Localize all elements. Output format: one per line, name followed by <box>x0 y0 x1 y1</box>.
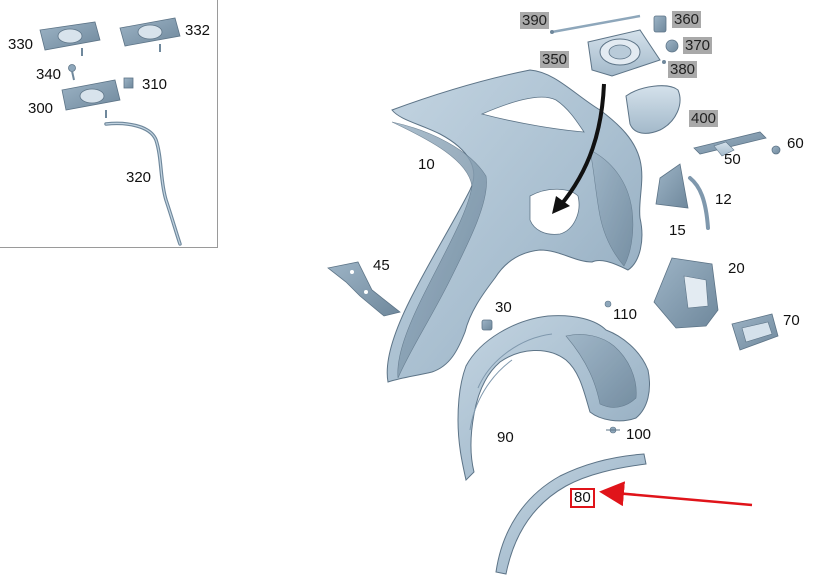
label-340: 340 <box>36 66 62 83</box>
part-390-cable <box>550 14 641 34</box>
highlight-arrow <box>599 481 753 507</box>
part-332-housing <box>119 17 181 52</box>
part-45-bracket <box>327 261 401 317</box>
part-310-clip <box>123 77 134 89</box>
label-100: 100 <box>626 426 652 443</box>
part-90-wheel-arch-liner <box>457 315 650 481</box>
label-320: 320 <box>126 169 152 186</box>
part-340-screw <box>68 64 76 81</box>
part-360-actuator <box>653 15 667 33</box>
part-400-fuel-door <box>625 85 681 134</box>
label-332: 332 <box>185 22 211 39</box>
label-110: 110 <box>613 306 637 323</box>
part-70-cover <box>731 313 779 351</box>
part-110-clip <box>604 300 612 308</box>
part-330-housing <box>39 21 101 56</box>
part-300-housing <box>61 79 121 118</box>
label-60: 60 <box>787 135 804 152</box>
label-70: 70 <box>783 312 800 329</box>
part-370-grommet <box>665 39 679 53</box>
label-80-highlighted: 80 <box>570 488 595 508</box>
part-20-inner-panel <box>653 257 719 329</box>
part-80-wheel-arch-flare <box>495 453 647 575</box>
label-330: 330 <box>8 36 34 53</box>
label-20: 20 <box>728 260 745 277</box>
label-90: 90 <box>497 429 514 446</box>
label-350: 350 <box>540 51 570 68</box>
label-370: 370 <box>683 37 713 54</box>
label-310: 310 <box>142 76 168 93</box>
part-30-clip <box>481 319 493 331</box>
part-350-filler-housing <box>587 29 661 77</box>
part-60-clip <box>771 145 781 155</box>
label-360: 360 <box>672 11 702 28</box>
label-380: 380 <box>668 61 698 78</box>
fuel-filler-inset-frame <box>0 0 218 248</box>
part-12-strip <box>688 176 710 230</box>
assembly-arrow <box>552 83 606 214</box>
label-12: 12 <box>715 191 732 208</box>
label-50: 50 <box>724 151 741 168</box>
label-390: 390 <box>520 12 550 29</box>
part-100-screw <box>606 426 620 434</box>
label-45: 45 <box>373 257 390 274</box>
label-300: 300 <box>28 100 54 117</box>
part-50-bracket <box>693 131 767 157</box>
label-10: 10 <box>418 156 435 173</box>
label-30: 30 <box>495 299 512 316</box>
part-320-drain-hose <box>104 121 182 246</box>
part-380-clip <box>662 60 666 64</box>
part-15-bracket <box>655 163 689 209</box>
label-15: 15 <box>669 222 686 239</box>
label-400: 400 <box>689 110 719 127</box>
